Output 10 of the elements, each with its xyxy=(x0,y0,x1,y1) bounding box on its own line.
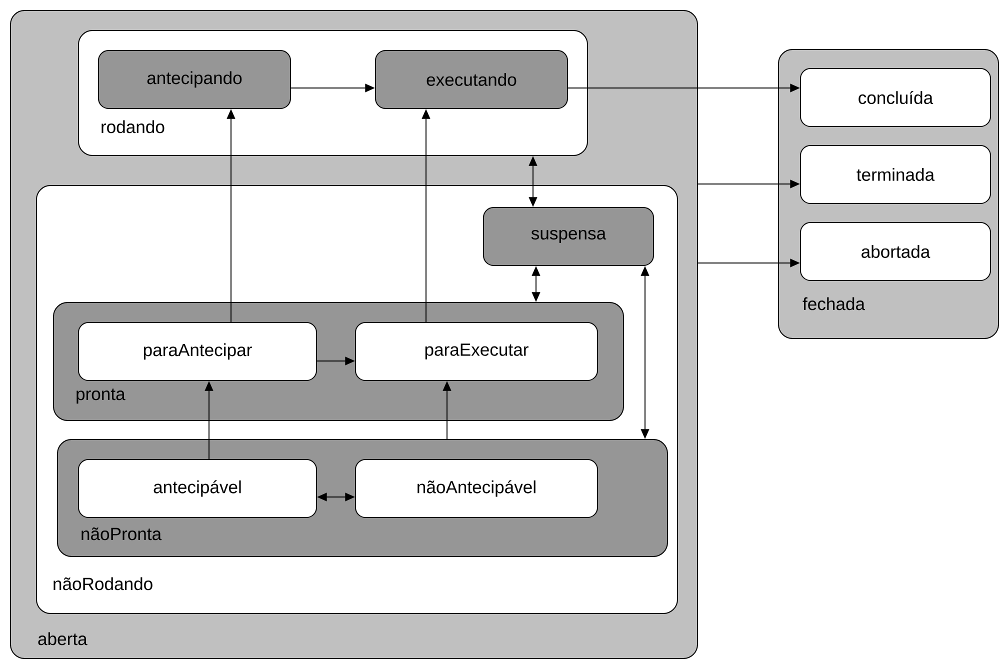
state-box: terminada xyxy=(800,145,991,204)
state-box: abortada xyxy=(800,222,991,281)
state-box: antecipando xyxy=(98,50,291,109)
state-box: paraExecutar xyxy=(355,322,598,381)
state-box: paraAntecipar xyxy=(78,322,317,381)
state-box: nãoAntecipável xyxy=(355,459,598,518)
state-box: suspensa xyxy=(483,207,654,266)
state-box: antecipável xyxy=(78,459,317,518)
state-box: executando xyxy=(375,50,568,109)
state-box: concluída xyxy=(800,68,991,127)
